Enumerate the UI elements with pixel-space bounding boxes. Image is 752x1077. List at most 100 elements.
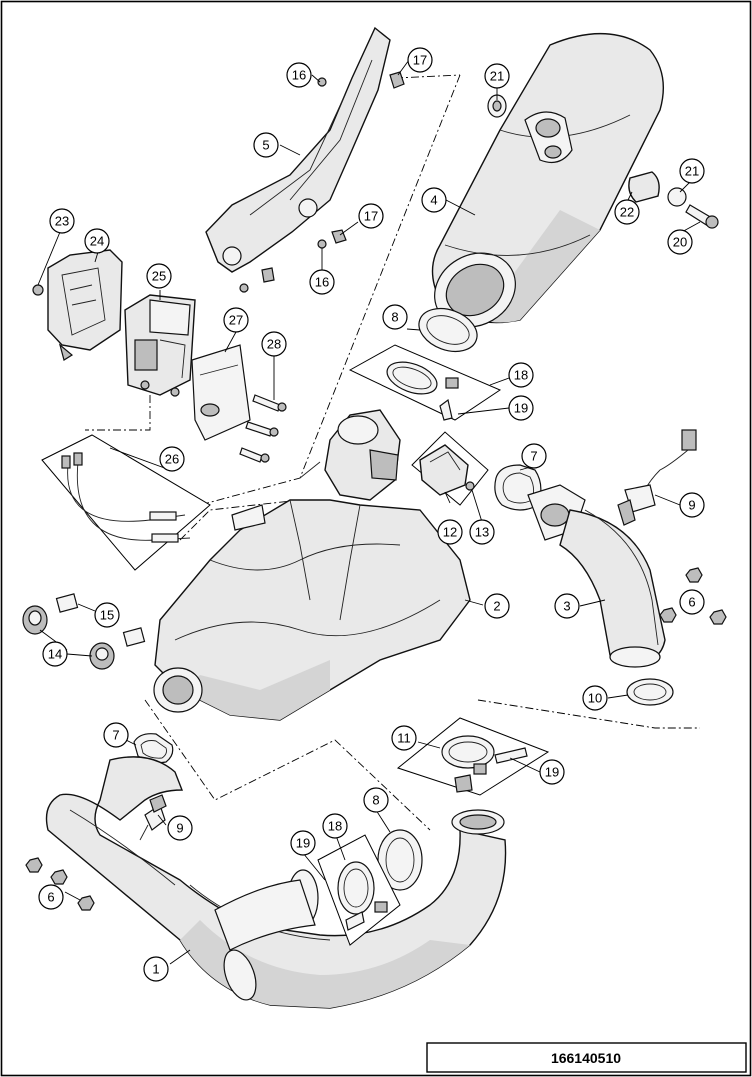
svg-text:6: 6 xyxy=(47,890,54,905)
svg-text:8: 8 xyxy=(372,793,379,808)
callout-23: 23 xyxy=(49,208,75,234)
gasket-upper xyxy=(418,307,478,353)
callout-12: 12 xyxy=(437,519,463,545)
callout-labels: 1 2 3 4 5 6 6 7 7 8 8 9 9 10 11 12 13 14… xyxy=(38,47,705,982)
svg-text:24: 24 xyxy=(90,234,104,249)
callout-25: 25 xyxy=(146,263,172,289)
callout-21-upper: 21 xyxy=(484,63,510,89)
gasket-rear xyxy=(626,678,674,706)
svg-text:3: 3 xyxy=(563,599,570,614)
svg-text:17: 17 xyxy=(364,209,378,224)
svg-text:15: 15 xyxy=(100,608,114,623)
svg-text:21: 21 xyxy=(685,164,699,179)
callout-8-upper: 8 xyxy=(382,304,408,330)
svg-text:2: 2 xyxy=(493,599,500,614)
exhaust-valve-housing xyxy=(299,409,401,501)
heat-shield xyxy=(205,26,405,293)
callout-14: 14 xyxy=(42,641,68,667)
exhaust-valve-actuator xyxy=(124,294,196,397)
cable-group xyxy=(41,434,211,571)
svg-text:4: 4 xyxy=(430,193,437,208)
svg-text:18: 18 xyxy=(514,368,528,383)
svg-text:11: 11 xyxy=(397,731,411,746)
nuts-right xyxy=(659,567,727,625)
callout-16-upper: 16 xyxy=(286,62,312,88)
bracket-bolts xyxy=(239,394,287,463)
svg-text:16: 16 xyxy=(292,68,306,83)
svg-text:16: 16 xyxy=(315,275,329,290)
svg-text:23: 23 xyxy=(55,214,69,229)
callout-9-left: 9 xyxy=(167,815,193,841)
callout-22: 22 xyxy=(614,199,640,225)
clamp-group-rear xyxy=(396,717,550,796)
callout-4: 4 xyxy=(421,187,447,213)
rubber-grommets xyxy=(22,593,146,670)
actuator-bracket xyxy=(191,344,251,441)
header-pipe-front xyxy=(45,756,507,1009)
svg-text:9: 9 xyxy=(176,821,183,836)
callout-19-rear: 19 xyxy=(539,759,565,785)
svg-text:19: 19 xyxy=(514,401,528,416)
callout-19-upper: 19 xyxy=(508,395,534,421)
svg-text:21: 21 xyxy=(490,69,504,84)
muffler-mount-hardware xyxy=(487,94,719,229)
callout-20: 20 xyxy=(667,229,693,255)
svg-text:10: 10 xyxy=(588,691,602,706)
pre-silencer xyxy=(153,499,471,721)
svg-text:18: 18 xyxy=(328,819,342,834)
svg-text:27: 27 xyxy=(229,313,243,328)
callout-3: 3 xyxy=(554,593,580,619)
reference-number: 166140510 xyxy=(551,1050,621,1066)
callout-17-upper: 17 xyxy=(407,47,433,73)
callout-11: 11 xyxy=(391,725,417,751)
header-pipe-rear xyxy=(527,484,666,668)
callout-18-upper: 18 xyxy=(508,362,534,388)
svg-text:25: 25 xyxy=(152,269,166,284)
svg-text:1: 1 xyxy=(152,962,159,977)
svg-text:22: 22 xyxy=(620,205,634,220)
callout-8-lower: 8 xyxy=(363,787,389,813)
svg-text:13: 13 xyxy=(475,525,489,540)
callout-7-left: 7 xyxy=(103,722,129,748)
callout-27: 27 xyxy=(223,307,249,333)
callout-7-right: 7 xyxy=(521,443,547,469)
nuts-left xyxy=(25,857,95,911)
callout-13: 13 xyxy=(469,519,495,545)
svg-text:28: 28 xyxy=(267,337,281,352)
svg-text:7: 7 xyxy=(112,728,119,743)
svg-text:17: 17 xyxy=(413,53,427,68)
callout-9-right: 9 xyxy=(679,492,705,518)
callout-2: 2 xyxy=(484,593,510,619)
callout-6-right: 6 xyxy=(679,589,705,615)
valve-cover-group xyxy=(411,431,489,506)
lambda-sensor-front xyxy=(139,794,167,841)
callout-16-lower: 16 xyxy=(309,269,335,295)
lambda-sensor-upper xyxy=(617,429,697,526)
callout-19-lower: 19 xyxy=(290,830,316,856)
svg-text:14: 14 xyxy=(48,647,62,662)
callout-24: 24 xyxy=(84,228,110,254)
svg-text:19: 19 xyxy=(545,765,559,780)
callout-1: 1 xyxy=(143,956,169,982)
callout-21-lower: 21 xyxy=(679,158,705,184)
muffler xyxy=(431,32,665,328)
svg-text:26: 26 xyxy=(165,452,179,467)
callout-6-left: 6 xyxy=(38,884,64,910)
svg-text:12: 12 xyxy=(443,525,457,540)
svg-text:9: 9 xyxy=(688,498,695,513)
reference-number-box: 166140510 xyxy=(426,1042,747,1073)
callout-26: 26 xyxy=(159,446,185,472)
leader-lines xyxy=(37,59,701,965)
callout-17-lower: 17 xyxy=(358,203,384,229)
callout-15: 15 xyxy=(94,602,120,628)
svg-text:5: 5 xyxy=(262,138,269,153)
svg-text:6: 6 xyxy=(688,595,695,610)
clamp-group-lower xyxy=(317,834,401,946)
actuator-cover xyxy=(32,249,123,361)
callout-18-lower: 18 xyxy=(322,813,348,839)
callout-10: 10 xyxy=(582,685,608,711)
svg-text:8: 8 xyxy=(391,310,398,325)
svg-text:19: 19 xyxy=(296,836,310,851)
